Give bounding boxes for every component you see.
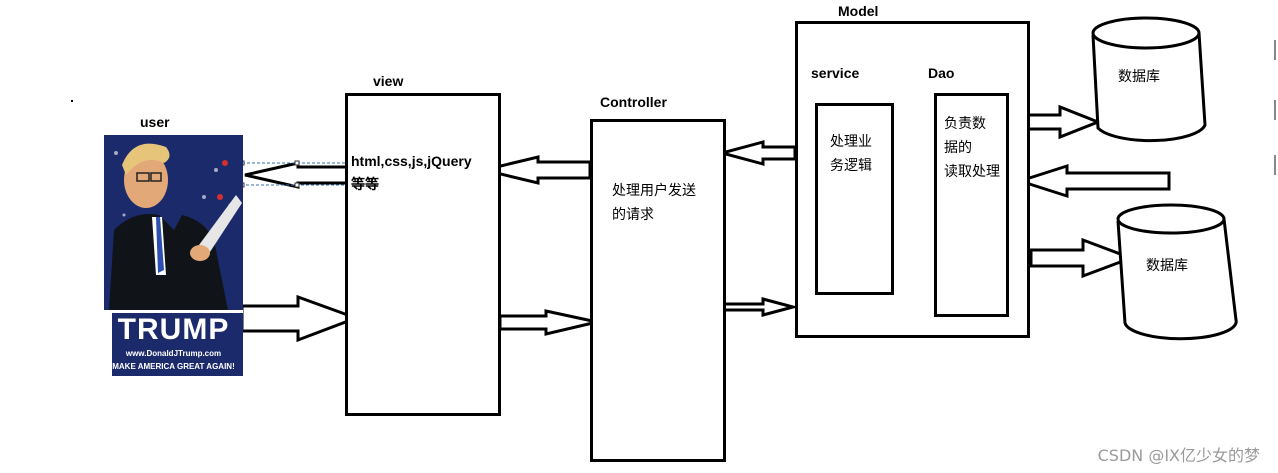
database-label-2: 数据库 — [1146, 258, 1188, 274]
arrow-view-to-controller — [498, 309, 598, 336]
controller-box-text: 处理用户发送 的请求 — [612, 183, 696, 223]
user-label: user — [140, 114, 170, 130]
controller-box — [590, 119, 726, 462]
dao-box-text: 负责数 据的 读取处理 — [944, 116, 1000, 180]
arrow-dao-to-db2 — [1029, 237, 1136, 279]
model-label: Model — [838, 3, 879, 19]
service-label: service — [811, 65, 860, 81]
service-box-text: 处理业 务逻辑 — [830, 134, 872, 174]
photo-caption-url: www.DonaldJTrump.com — [125, 349, 222, 358]
database-label-1: 数据库 — [1118, 69, 1160, 85]
database-cylinder-2 — [1116, 203, 1238, 341]
user-photo: TRUMP www.DonaldJTrump.com MAKE AMERICA … — [104, 135, 243, 376]
view-box-text: html,css,js,jQuery 等等 — [351, 153, 472, 192]
dao-label: Dao — [928, 65, 955, 81]
arrow-model-to-controller — [716, 140, 797, 166]
arrow-user-to-view — [240, 294, 361, 343]
controller-label: Controller — [600, 94, 667, 110]
dao-box — [934, 93, 1009, 317]
watermark: CSDN @IX亿少女的梦 — [1097, 446, 1260, 465]
view-label: view — [373, 73, 404, 89]
arrow-dao-to-db1 — [1020, 104, 1103, 140]
view-box — [345, 93, 501, 416]
database-cylinder-1 — [1091, 16, 1207, 143]
arrow-db-to-dao — [1015, 163, 1171, 199]
photo-caption-slogan: MAKE AMERICA GREAT AGAIN! — [112, 362, 235, 371]
arrow-controller-to-model — [720, 297, 799, 317]
trump-photo-illustration — [104, 135, 243, 376]
arrow-view-to-user — [244, 161, 352, 189]
photo-caption-main: TRUMP — [117, 313, 230, 346]
arrow-controller-to-view — [483, 155, 592, 185]
service-box — [815, 103, 894, 295]
